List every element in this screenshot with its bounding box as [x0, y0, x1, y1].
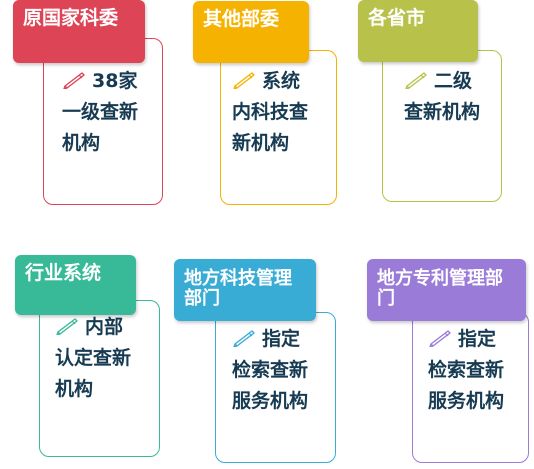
- pen-icon: [62, 69, 88, 89]
- card-difang-zhuanli: [412, 312, 529, 463]
- card-ge-shengshi: [382, 50, 502, 202]
- card-guojia-kewei: [43, 38, 163, 205]
- card-difang-keji: [215, 312, 336, 463]
- card-title: 行业系统: [15, 255, 136, 315]
- card-text: 内部认定查新机构: [55, 312, 141, 405]
- card-text: 二级查新机构: [404, 66, 488, 128]
- card-text: 指定检索查新服务机构: [232, 324, 316, 417]
- card-title: 原国家科委: [13, 0, 145, 63]
- card-title: 其他部委: [193, 1, 309, 63]
- pen-icon: [232, 327, 258, 347]
- pen-icon: [428, 327, 454, 347]
- pen-icon: [404, 69, 430, 89]
- card-text-content: 二级查新机构: [404, 70, 481, 123]
- card-text-content: 指定检索查新服务机构: [232, 328, 309, 412]
- pen-icon: [232, 69, 258, 89]
- card-text-content: 系统内科技查新机构: [232, 70, 309, 154]
- card-title: 地方科技管理部门: [174, 259, 316, 321]
- pen-icon: [55, 315, 81, 335]
- card-text-content: 内部认定查新机构: [55, 316, 132, 400]
- card-text-content: 38家一级查新机构: [62, 70, 139, 154]
- card-text-content: 指定检索查新服务机构: [428, 328, 505, 412]
- card-text: 指定检索查新服务机构: [428, 324, 512, 417]
- card-title: 地方专利管理部门: [367, 259, 526, 321]
- card-title: 各省市: [358, 0, 478, 62]
- card-text: 38家一级查新机构: [62, 66, 156, 159]
- card-hangye-xitong: [39, 300, 160, 457]
- card-text: 系统内科技查新机构: [232, 66, 312, 159]
